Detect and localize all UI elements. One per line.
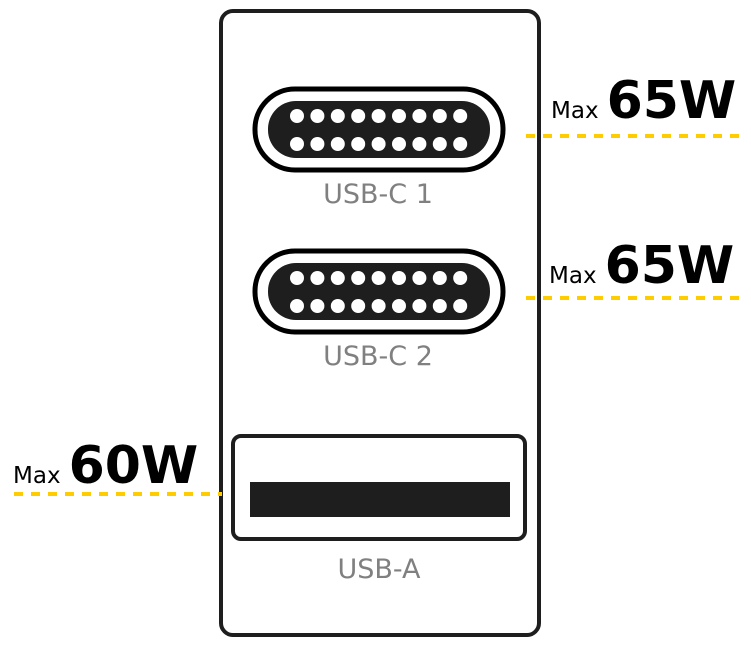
pin-contact — [392, 299, 406, 313]
pin-contact — [392, 109, 406, 123]
pin-contact — [371, 299, 386, 313]
pin-contact — [371, 271, 386, 285]
port-label-usb-a: USB-A — [337, 554, 421, 585]
pin-contact — [453, 271, 468, 285]
pin-contact — [351, 271, 366, 285]
port-label-usb-c-2: USB-C 2 — [323, 341, 433, 372]
usb-c-pins — [290, 271, 468, 313]
usb-a-port: USB-A — [231, 434, 527, 585]
pin-contact — [310, 271, 325, 285]
pin-contact — [371, 109, 386, 123]
pin-contact — [330, 137, 345, 151]
power-rating-usb-c-2: Max 65W — [549, 236, 734, 296]
pin-contact — [412, 299, 427, 313]
pin-contact — [330, 271, 345, 285]
pin-contact — [432, 109, 447, 123]
usb-a-port-tongue — [250, 482, 510, 517]
power-value: 60W — [69, 436, 199, 496]
usb-c-pins — [290, 109, 468, 151]
pin-contact — [412, 109, 427, 123]
pin-contact — [330, 299, 345, 313]
power-rating-usb-a: Max 60W — [13, 436, 198, 496]
max-label: Max — [549, 263, 597, 289]
pin-contact — [392, 137, 406, 151]
pin-contact — [310, 299, 325, 313]
pin-contact — [432, 137, 447, 151]
pin-contact — [310, 137, 325, 151]
power-rating-usb-c-1: Max 65W — [551, 71, 736, 131]
power-value: 65W — [605, 236, 735, 296]
usb-c-port-2: USB-C 2 — [252, 248, 506, 372]
pin-contact — [290, 137, 304, 151]
pin-contact — [392, 271, 406, 285]
pin-contact — [432, 299, 447, 313]
pin-contact — [371, 137, 386, 151]
pin-contact — [432, 271, 447, 285]
pin-contact — [351, 137, 366, 151]
pin-contact — [290, 271, 304, 285]
port-label-usb-c-1: USB-C 1 — [323, 179, 433, 210]
usb-c-port-1: USB-C 1 — [252, 86, 506, 210]
pin-contact — [351, 299, 366, 313]
pin-contact — [453, 109, 468, 123]
pin-contact — [330, 109, 345, 123]
pin-contact — [453, 137, 468, 151]
pin-contact — [310, 109, 325, 123]
max-label: Max — [551, 98, 599, 124]
max-label: Max — [13, 463, 61, 489]
pin-contact — [290, 109, 304, 123]
pin-contact — [453, 299, 468, 313]
power-value: 65W — [607, 71, 737, 131]
pin-contact — [412, 137, 427, 151]
pin-contact — [290, 299, 304, 313]
pin-contact — [412, 271, 427, 285]
pin-contact — [351, 109, 366, 123]
